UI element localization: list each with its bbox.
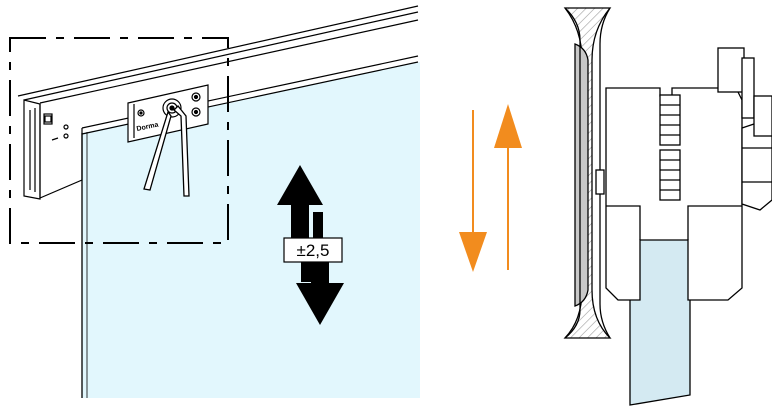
- bolt-assembly: [659, 47, 772, 211]
- direction-arrows-icon: [459, 104, 522, 272]
- adjust-label-box: [283, 237, 343, 263]
- detail-frame: [9, 37, 229, 244]
- adjust-label: ±2,5: [297, 241, 330, 260]
- brand-plate-text: Dorma: [136, 121, 159, 132]
- adjust-arrows-icon: ±2,5: [277, 165, 344, 325]
- top-rail: [17, 5, 419, 200]
- cross-section-view: [563, 7, 772, 406]
- glass-panel: [82, 62, 420, 398]
- perspective-view: Dorma ±2,5: [9, 5, 420, 398]
- hex-key-icon: [143, 105, 190, 197]
